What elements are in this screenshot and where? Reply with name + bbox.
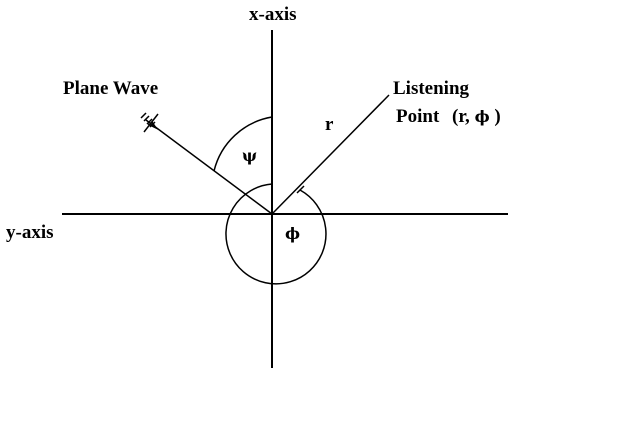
- r-label: r: [325, 114, 334, 135]
- phi-arc: [225, 183, 327, 285]
- psi-label: ψ: [242, 146, 257, 165]
- x-axis-label: x-axis: [249, 4, 297, 25]
- listening-label: Listening: [393, 78, 470, 99]
- plane-wave-ray: [145, 119, 273, 215]
- point-coords: (r,: [452, 106, 470, 127]
- wavefront-symbol: [140, 112, 159, 133]
- point-close: ): [494, 106, 500, 127]
- point-phi: ϕ: [475, 107, 490, 126]
- y-axis-label: y-axis: [6, 222, 54, 243]
- phi-arc-end-tick: [296, 185, 305, 194]
- listening-point-ray: [271, 94, 390, 215]
- point-label: Point (r, ϕ ): [396, 106, 501, 127]
- point-prefix: Point: [396, 106, 440, 127]
- psi-arc: [213, 116, 273, 172]
- plane-wave-label: Plane Wave: [63, 78, 158, 99]
- phi-label: ϕ: [285, 224, 300, 243]
